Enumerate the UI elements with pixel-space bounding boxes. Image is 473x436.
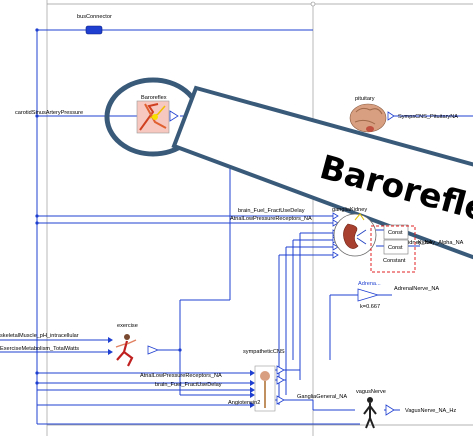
skeletal-muscle-ph-label: skeletalMuscle_pH_intracellular [0,333,79,339]
signal-wires [0,28,473,425]
ganglia-general-na-label: GangliaGeneral_NA [297,394,347,400]
adrenal-gain-value: k=0.667 [360,304,380,310]
atrial-low-pressure-na-label-top: AtrialLowPressureReceptors_NA [230,216,312,222]
ganglia-kidney-label: gangliaKidney [332,207,367,213]
const-alpha-label: Const [388,245,403,251]
pituitary-block[interactable]: pituitary [349,96,395,133]
atrial-low-pressure-na-label-bottom: AtrialLowPressureReceptors_NA [140,373,222,379]
carotid-sinus-pressure-label: carotidSinusArteryPressure [15,110,83,116]
vagus-nerve-label: vagusNerve [356,389,386,395]
sympathetic-cns-label: sympatheticCNS [243,349,285,355]
sympathetic-cns-block[interactable]: sympatheticCNS [243,349,285,412]
exercise-total-watts-label: ExerciseMetabolism_TotalWatts [0,346,79,352]
symps-cns-pituitary-label: SympsCNS_PituitaryNA [398,114,458,120]
adrenal-gain-block[interactable]: Adrena... k=0.667 [357,281,381,310]
bus-connector[interactable]: busConnector [77,14,112,35]
adrenal-gain-label: Adrena... [358,281,381,287]
kidney-alpha-na-label: Kidney_Alpha_NA [418,240,464,246]
adrenal-nerve-na-label: AdrenalNerve_NA [394,286,439,292]
const-ganglia-block[interactable]: Const GangliaKidney_NA [383,224,433,246]
baroreflex-block[interactable]: Baroreflex [136,95,179,134]
const-alpha-name: Constant [383,258,406,264]
brain-fuel-fract-use-delay-label-bottom: brain_Fuel_FractUseDelay [155,382,222,388]
baroreflex-label: Baroreflex [141,95,167,101]
diagram-frame [46,0,473,436]
const-ganglia-output-label: GangliaKidney_NA [385,240,433,246]
angiotensin2-label: Angiotensin2 [228,400,260,406]
const-ganglia-label: Const [388,230,403,236]
pituitary-label: pituitary [355,96,375,102]
exercise-block[interactable]: exercise [115,323,160,367]
vagus-nerve-na-hz-label: VagusNerve_NA_Hz [405,408,456,414]
const-alpha-block[interactable]: Const Constant [370,225,416,273]
exercise-label: exercise [117,323,138,329]
ganglia-kidney-block[interactable]: gangliaKidney [332,207,377,257]
bus-connector-label: busConnector [77,14,112,20]
brain-fuel-fract-use-delay-label: brain_Fuel_FractUseDelay [238,208,305,214]
vagus-nerve-block[interactable]: vagusNerve [356,389,395,429]
